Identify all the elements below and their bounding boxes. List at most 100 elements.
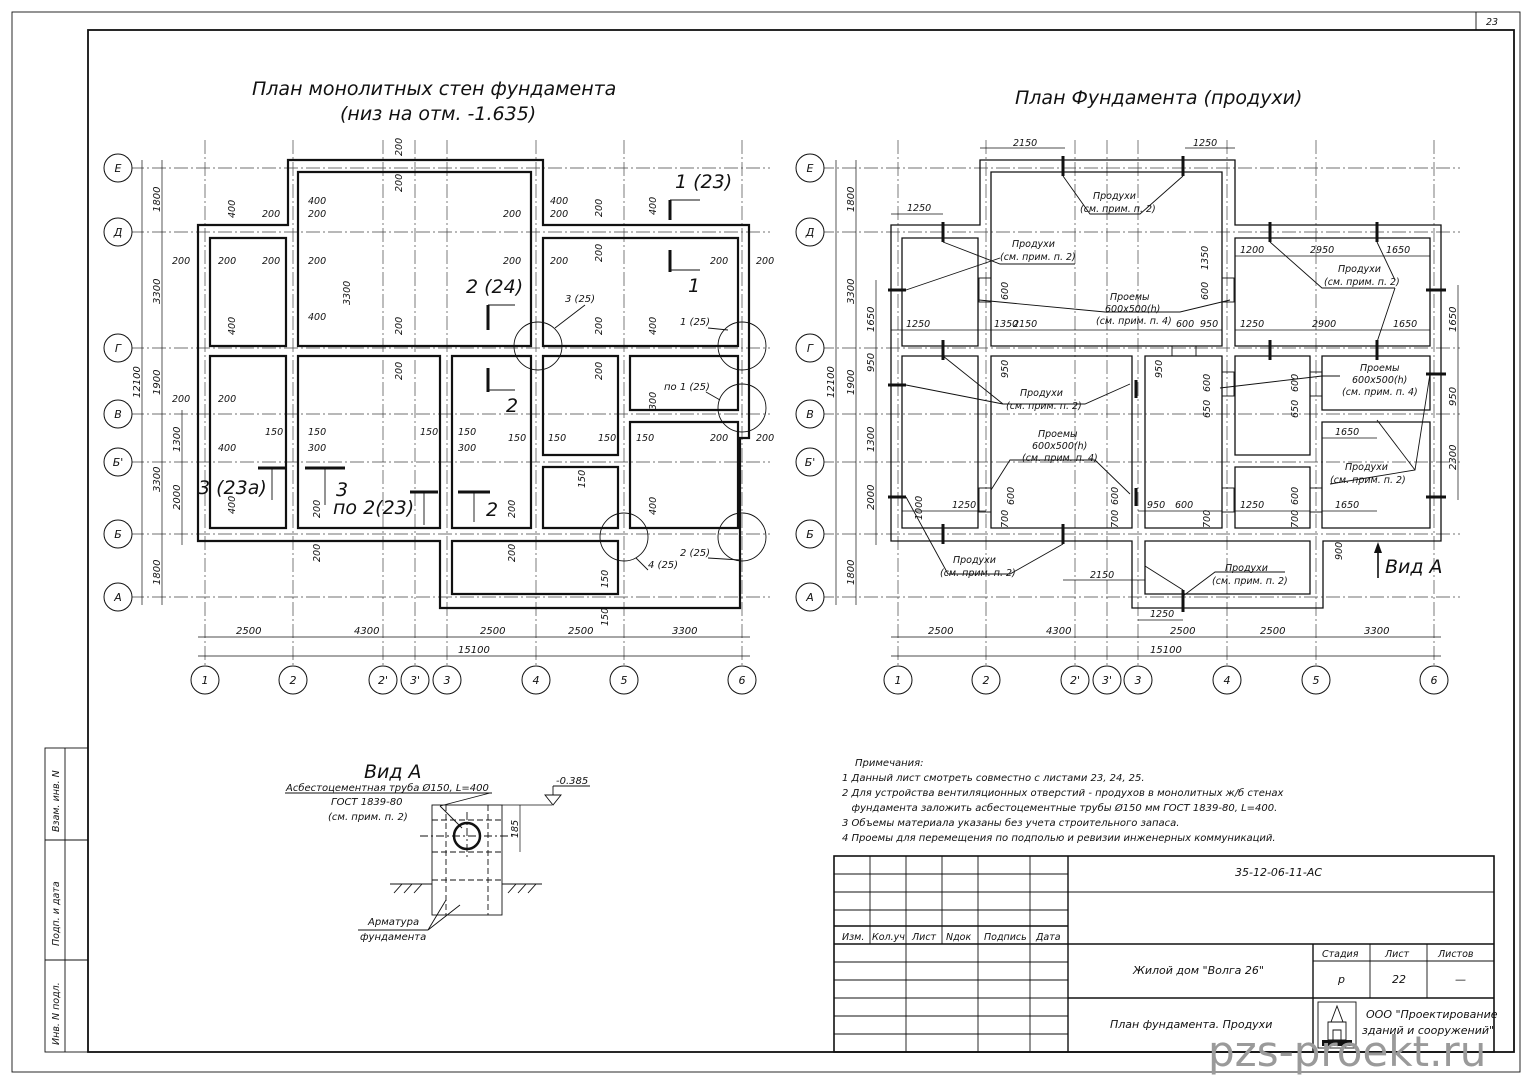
wd: 400 [308,312,326,323]
axis-bubble-row [795,153,825,183]
wd: 200 [308,256,326,267]
rd: 1650 [1393,319,1417,330]
rd: 600 [1000,282,1011,300]
detail-rebar-1: Арматура [367,917,419,928]
rvd-r: 950 [1448,387,1459,406]
axis-bubble-col [727,665,757,695]
rd: 900 [1334,542,1345,560]
hd-total: 15100 [458,645,490,656]
right-labels: Продухи (см. прим. п. 2) Продухи (см. пр… [940,191,1443,587]
rd: 2150 [1013,138,1037,149]
rd: 1250 [1240,500,1264,511]
rvd: 950 [866,353,877,372]
axis-bubble-row [103,217,133,247]
rd: 950 [1154,360,1165,378]
axis-bubble-row [103,333,133,363]
note-5: 4 Проемы для перемещения по подполью и р… [842,833,1276,844]
tb-drawing: План фундамента. Продухи [1110,1018,1272,1031]
wd: 200 [394,317,405,335]
wd: 200 [312,500,323,518]
left-section-marks [258,199,700,525]
axis-label-row: В [806,408,814,421]
rd: 950 [1147,500,1165,511]
rd: 650 [1202,400,1213,418]
rd: 700 [1000,510,1011,528]
axis-label-row: Б' [805,456,816,469]
axis-label-col: 3 [1135,674,1142,687]
axis-label-col: 2' [378,674,388,687]
detail-pipe-label: Асбестоцементная труба Ø150, L=400 [285,782,489,794]
vd-3300b: 3300 [152,467,163,492]
produhi-3-note: (см. прим. п. 2) [1324,277,1400,288]
notes-heading: Примечания: [855,758,924,769]
wd: 200 [394,138,405,156]
right-axis-lines [820,140,1460,668]
side-stamp-3: Инв. N подл. [51,982,62,1045]
axis-label-col: 6 [739,674,746,687]
axis-bubble-col [1092,665,1122,695]
proemy-1: Проемы [1110,292,1150,303]
rd: 1250 [952,500,976,511]
axis-label-row: Г [807,342,814,355]
section-2-24: 2 (24) [466,276,523,298]
left-axis-lines [130,140,770,668]
wd: 200 [710,433,728,444]
wd: 200 [218,394,236,405]
axis-label-col: 5 [1313,674,1320,687]
rd: 1250 [907,203,931,214]
rd: 1650 [1335,500,1359,511]
section-3: 3 [336,479,348,501]
note-2: 2 Для устройства вентиляционных отверсти… [842,787,1284,799]
vd-3300: 3300 [152,279,163,304]
produhi-5: Продухи [1345,462,1388,473]
note-3: фундамента заложить асбестоцементные тру… [842,802,1277,814]
axis-label-col: 3' [1102,674,1112,687]
axis-bubble-col [1301,665,1331,695]
axis-label-col: 2 [983,674,990,687]
rhd-total: 15100 [1150,645,1182,656]
left-wall-dims: 200 200 400 200 400 200 200 400 200 200 … [172,138,774,626]
section-1-23: 1 (23) [675,171,732,193]
axis-bubble-col [1212,665,1242,695]
note-1: 1 Данный лист смотреть совместно с листа… [842,773,1145,784]
wd: 400 [227,496,238,514]
axis-label-row: А [113,591,122,604]
axis-label-row: Е [115,162,122,175]
wd: 150 [308,427,326,438]
tb-sheets-header: Листов [1437,949,1474,960]
hd-2500c: 2500 [568,626,593,637]
wd: 3300 [342,281,353,305]
axis-bubble-row [795,447,825,477]
wd: 200 [756,256,774,267]
tb-stage: р [1337,973,1345,986]
tb-company-1: ООО "Проектирование [1366,1008,1498,1021]
rhd: 3300 [1364,626,1389,637]
wd: 200 [503,209,521,220]
rvd: 1900 [846,370,857,395]
tb-sheet: 22 [1392,973,1406,986]
produhi-3: Продухи [1338,264,1381,275]
tb-code: 35-12-06-11-АС [1235,866,1322,879]
wd: 150 [600,570,611,588]
left-plan: План монолитных стен фундамента (низ на … [103,78,774,695]
axis-bubble-col [1060,665,1090,695]
vd-1800: 1800 [152,187,163,212]
wd: 150 [636,433,654,444]
produhi-6-note: (см. прим. п. 2) [940,568,1016,579]
produhi-1: Продухи [1093,191,1136,202]
axis-bubble-col [971,665,1001,695]
wd: 200 [710,256,728,267]
section-3-23a: 3 (23а) [198,477,267,499]
sheet-frame: 23 [11,11,1521,1073]
axis-bubble-row [795,582,825,612]
rd: 700 [1290,510,1301,528]
tb-col-data: Дата [1035,932,1061,943]
detail-gost: ГОСТ 1839-80 [331,797,403,808]
wd: 150 [600,608,611,626]
left-callout-circles [513,304,767,571]
right-inner-dims: 2150 1250 1250 1350 1200 2950 1650 600 6… [891,138,1430,621]
axis-bubble-row [795,333,825,363]
axis-bubble-row [103,153,133,183]
proemy-2-size: 600x500(h) [1352,375,1407,386]
rd: 1250 [1240,319,1264,330]
